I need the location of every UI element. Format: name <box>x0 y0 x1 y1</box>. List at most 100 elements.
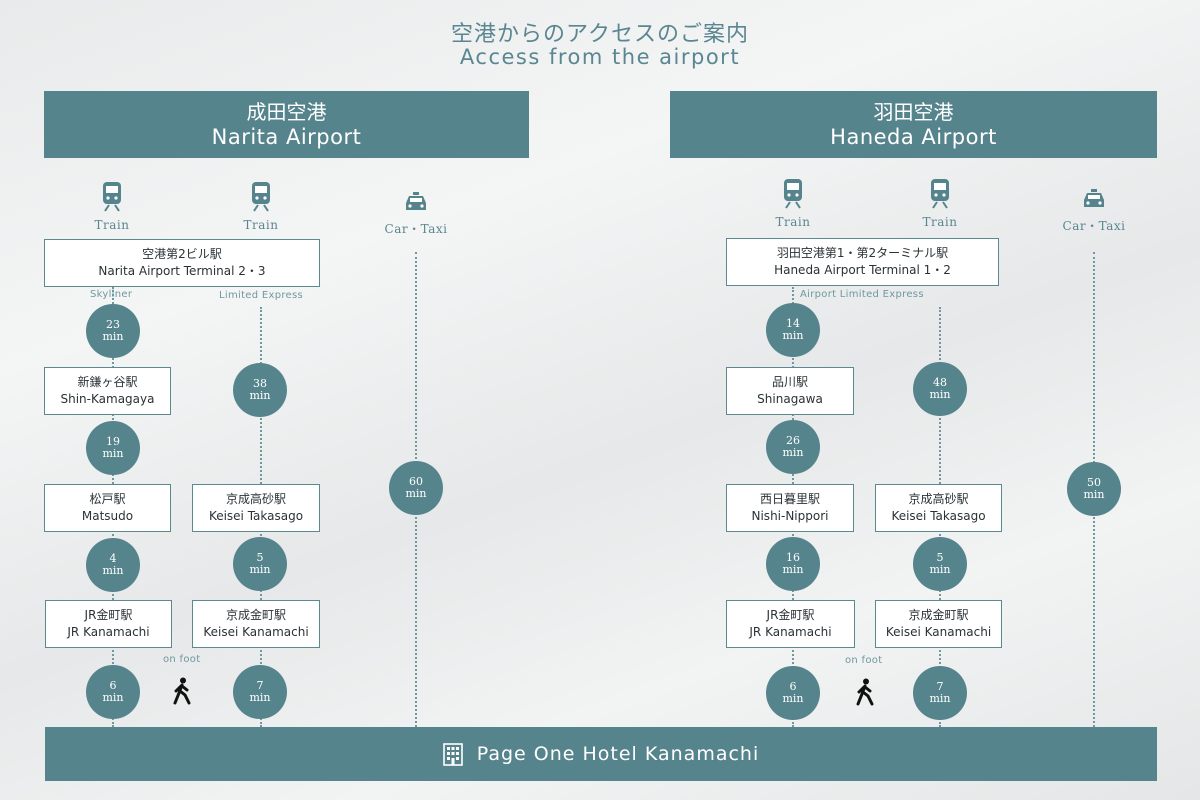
time-value: 6 <box>789 680 797 693</box>
hotel-destination-bar: Page One Hotel Kanamachi <box>45 727 1157 781</box>
time-value: 38 <box>253 377 267 390</box>
haneda-mode-label: Train <box>922 215 958 229</box>
station-name-en: Keisei Kanamachi <box>203 625 309 639</box>
time-unit: min <box>102 447 124 460</box>
taxi-icon <box>406 192 426 210</box>
time-value: 5 <box>936 551 944 564</box>
station-name-ja: JR金町駅 <box>766 608 815 622</box>
haneda-note-airport-limited-express: Airport Limited Express <box>800 289 924 300</box>
narita-mode-label: Train <box>243 218 279 232</box>
station-name-ja: JR金町駅 <box>84 608 133 622</box>
station-name-ja: 羽田空港第1・第2ターミナル駅 <box>776 246 949 260</box>
haneda-header-en: Haneda Airport <box>830 124 997 149</box>
station-name-en: Haneda Airport Terminal 1・2 <box>774 263 951 277</box>
time-value: 60 <box>409 475 423 488</box>
narita-mode-label: Car・Taxi <box>384 222 448 236</box>
time-unit: min <box>1083 488 1105 501</box>
station-name-ja: 京成高砂駅 <box>908 492 969 506</box>
narita-header-en: Narita Airport <box>211 124 362 149</box>
narita-mode-train-1: Train <box>57 180 167 232</box>
page-title-en: Access from the airport <box>459 45 741 69</box>
time-value: 23 <box>106 318 120 331</box>
narita-station-keisei-takasago: 京成高砂駅 Keisei Takasago <box>192 484 320 532</box>
station-name-en: Keisei Takasago <box>208 509 304 523</box>
station-name-en: Keisei Takasago <box>891 509 986 523</box>
train-icon <box>784 179 802 209</box>
station-name-en: JR Kanamachi <box>749 625 832 639</box>
haneda-mode-train-1: Train <box>738 177 848 229</box>
station-name-ja: 新鎌ヶ谷駅 <box>77 375 138 389</box>
train-icon <box>252 182 270 212</box>
time-unit: min <box>405 487 427 500</box>
station-name-ja: 京成金町駅 <box>908 608 969 622</box>
time-value: 6 <box>109 679 117 692</box>
station-name-en: Matsudo <box>81 509 134 523</box>
narita-note-limited-express: Limited Express <box>219 290 304 301</box>
station-name-ja: 西日暮里駅 <box>759 492 820 506</box>
narita-header-ja: 成田空港 <box>246 99 327 124</box>
time-unit: min <box>782 329 804 342</box>
station-name-en: Keisei Kanamachi <box>885 625 992 639</box>
haneda-station-shinagawa: 品川駅 Shinagawa <box>726 367 854 415</box>
haneda-station-keisei-kanamachi: 京成金町駅 Keisei Kanamachi <box>875 600 1002 648</box>
station-name-en: Shinagawa <box>757 392 823 406</box>
time-value: 19 <box>106 435 120 448</box>
building-icon <box>442 743 463 766</box>
haneda-mode-label: Train <box>775 215 811 229</box>
train-icon <box>103 182 121 212</box>
haneda-mode-taxi: Car・Taxi <box>1039 189 1149 234</box>
train-icon <box>931 179 949 209</box>
walking-person-icon <box>173 677 191 705</box>
station-name-ja: 京成金町駅 <box>225 608 286 622</box>
time-value: 5 <box>256 551 264 564</box>
station-name-ja: 松戸駅 <box>89 492 126 506</box>
narita-mode-train-2: Train <box>206 180 316 232</box>
station-name-ja: 品川駅 <box>771 375 808 389</box>
narita-station-matsudo: 松戸駅 Matsudo <box>44 484 171 532</box>
narita-header: 成田空港 Narita Airport <box>44 91 529 158</box>
station-name-en: JR Kanamachi <box>67 625 150 639</box>
narita-station-shin-kamagaya: 新鎌ヶ谷駅 Shin-Kamagaya <box>44 367 171 415</box>
narita-note-skyliner: Skyliner <box>90 289 133 300</box>
narita-mode-label: Train <box>94 218 130 232</box>
time-unit: min <box>102 564 124 577</box>
narita-note-on-foot: on foot <box>163 654 201 665</box>
narita-origin-station: 空港第2ビル駅 Narita Airport Terminal 2・3 <box>44 239 320 287</box>
time-unit: min <box>929 692 951 705</box>
time-unit: min <box>102 330 124 343</box>
time-unit: min <box>929 388 951 401</box>
haneda-station-keisei-takasago: 京成高砂駅 Keisei Takasago <box>875 484 1002 532</box>
page-title-ja: 空港からのアクセスのご案内 <box>451 22 749 47</box>
time-unit: min <box>782 563 804 576</box>
time-unit: min <box>102 691 124 704</box>
narita-station-keisei-kanamachi: 京成金町駅 Keisei Kanamachi <box>192 600 320 648</box>
time-unit: min <box>929 563 951 576</box>
haneda-station-jr-kanamachi: JR金町駅 JR Kanamachi <box>726 600 855 648</box>
station-name-en: Nishi-Nippori <box>751 509 829 523</box>
time-value: 48 <box>933 376 947 389</box>
station-name-en: Shin-Kamagaya <box>60 392 155 406</box>
narita-station-jr-kanamachi: JR金町駅 JR Kanamachi <box>45 600 172 648</box>
haneda-mode-label: Car・Taxi <box>1062 219 1126 233</box>
narita-mode-taxi: Car・Taxi <box>361 192 471 237</box>
time-unit: min <box>249 563 271 576</box>
time-value: 14 <box>786 317 800 330</box>
time-value: 26 <box>786 434 800 447</box>
time-unit: min <box>249 691 271 704</box>
haneda-header: 羽田空港 Haneda Airport <box>670 91 1157 158</box>
time-value: 7 <box>256 679 264 692</box>
station-name-en: Narita Airport Terminal 2・3 <box>98 264 266 278</box>
haneda-station-nishi-nippori: 西日暮里駅 Nishi-Nippori <box>726 484 854 532</box>
